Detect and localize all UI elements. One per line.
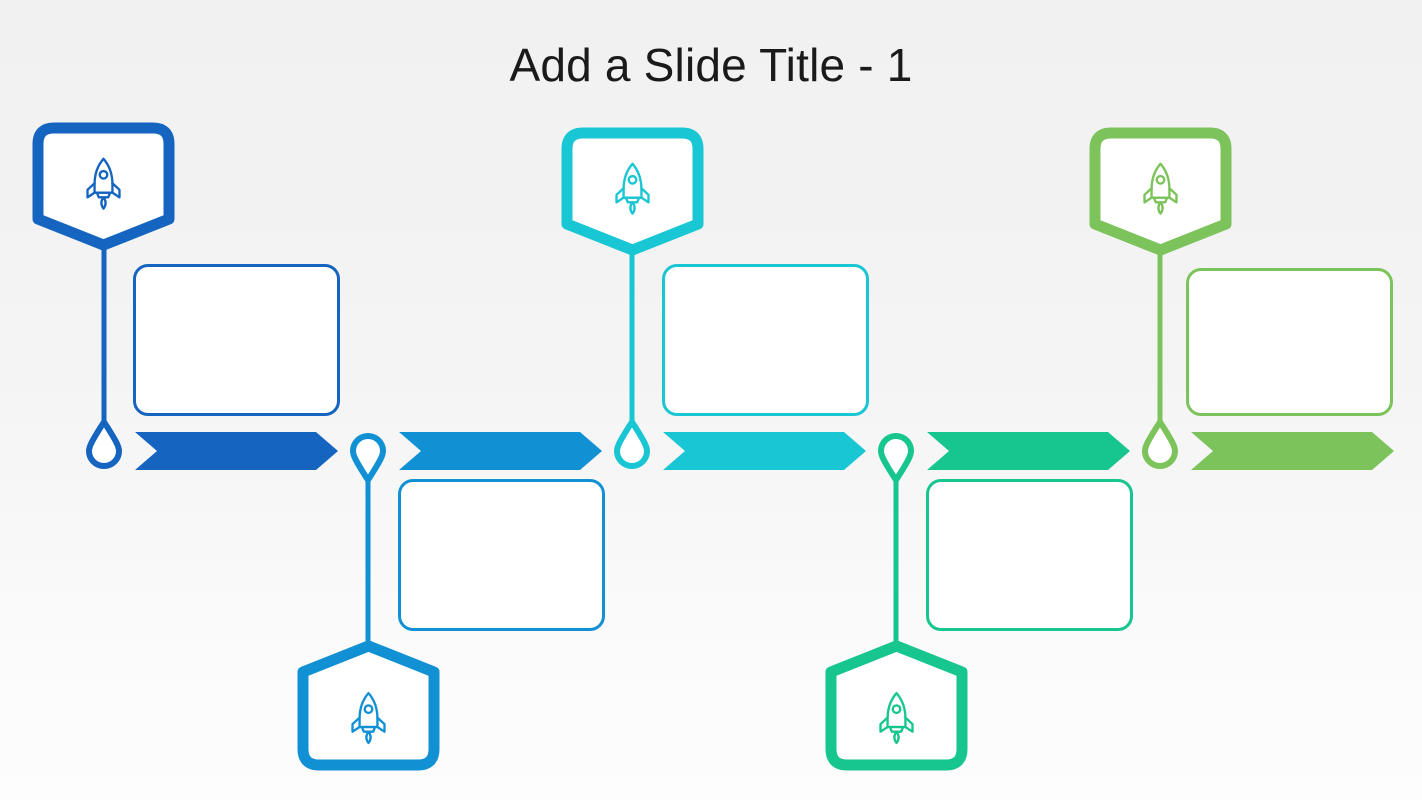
timeline-step-1 xyxy=(32,122,338,470)
step-card[interactable] xyxy=(133,264,340,416)
rocket-fin-right xyxy=(1168,187,1178,204)
step-marker[interactable] xyxy=(614,419,650,469)
rocket-fin-left xyxy=(86,182,96,199)
step-marker[interactable] xyxy=(878,433,914,483)
step-card[interactable] xyxy=(926,479,1133,631)
step-marker[interactable] xyxy=(1142,419,1178,469)
rocket-flame xyxy=(1157,201,1164,215)
rocket-fin-left xyxy=(879,716,889,733)
rocket-icon xyxy=(86,157,121,210)
step-badge[interactable] xyxy=(32,122,175,251)
step-marker[interactable] xyxy=(350,433,386,483)
rocket-base xyxy=(888,725,905,733)
rocket-flame xyxy=(629,201,636,215)
step-arrow[interactable] xyxy=(135,432,338,470)
rocket-icon xyxy=(615,162,650,215)
step-card-text xyxy=(401,482,602,628)
rocket-fin-left xyxy=(351,716,361,733)
timeline-step-2 xyxy=(297,432,602,771)
step-marker[interactable] xyxy=(86,419,122,469)
step-card[interactable] xyxy=(1186,268,1393,416)
step-arrow[interactable] xyxy=(663,432,866,470)
step-card-text xyxy=(136,267,337,413)
step-arrow[interactable] xyxy=(927,432,1130,470)
rocket-icon xyxy=(1143,162,1178,215)
rocket-base xyxy=(1152,196,1169,204)
rocket-window xyxy=(627,174,638,185)
step-card-text xyxy=(1189,271,1390,413)
step-card-text xyxy=(929,482,1130,628)
rocket-base xyxy=(95,191,112,199)
rocket-fin-right xyxy=(376,716,386,733)
rocket-icon xyxy=(351,691,386,745)
rocket-base xyxy=(360,725,377,733)
step-badge[interactable] xyxy=(1089,127,1232,256)
page-title[interactable]: Add a Slide Title - 1 xyxy=(509,39,913,91)
rocket-window xyxy=(98,169,109,180)
rocket-window xyxy=(363,704,374,715)
rocket-fin-right xyxy=(904,716,914,733)
step-arrow[interactable] xyxy=(399,432,602,470)
timeline-step-3 xyxy=(561,127,866,470)
rocket-flame xyxy=(893,730,900,745)
rocket-icon xyxy=(879,691,914,745)
rocket-window xyxy=(891,704,902,715)
rocket-flame xyxy=(365,730,372,745)
step-card[interactable] xyxy=(662,264,869,416)
rocket-flame xyxy=(100,196,107,210)
step-card-text xyxy=(665,267,866,413)
rocket-fin-right xyxy=(640,187,650,204)
step-card[interactable] xyxy=(398,479,605,631)
timeline-step-4 xyxy=(825,432,1130,771)
step-arrow[interactable] xyxy=(1191,432,1394,470)
rocket-window xyxy=(1155,174,1166,185)
rocket-base xyxy=(624,196,641,204)
rocket-fin-left xyxy=(1143,187,1153,204)
step-badge[interactable] xyxy=(561,127,704,256)
rocket-fin-right xyxy=(111,182,121,199)
rocket-fin-left xyxy=(615,187,625,204)
timeline-step-5 xyxy=(1089,127,1394,470)
